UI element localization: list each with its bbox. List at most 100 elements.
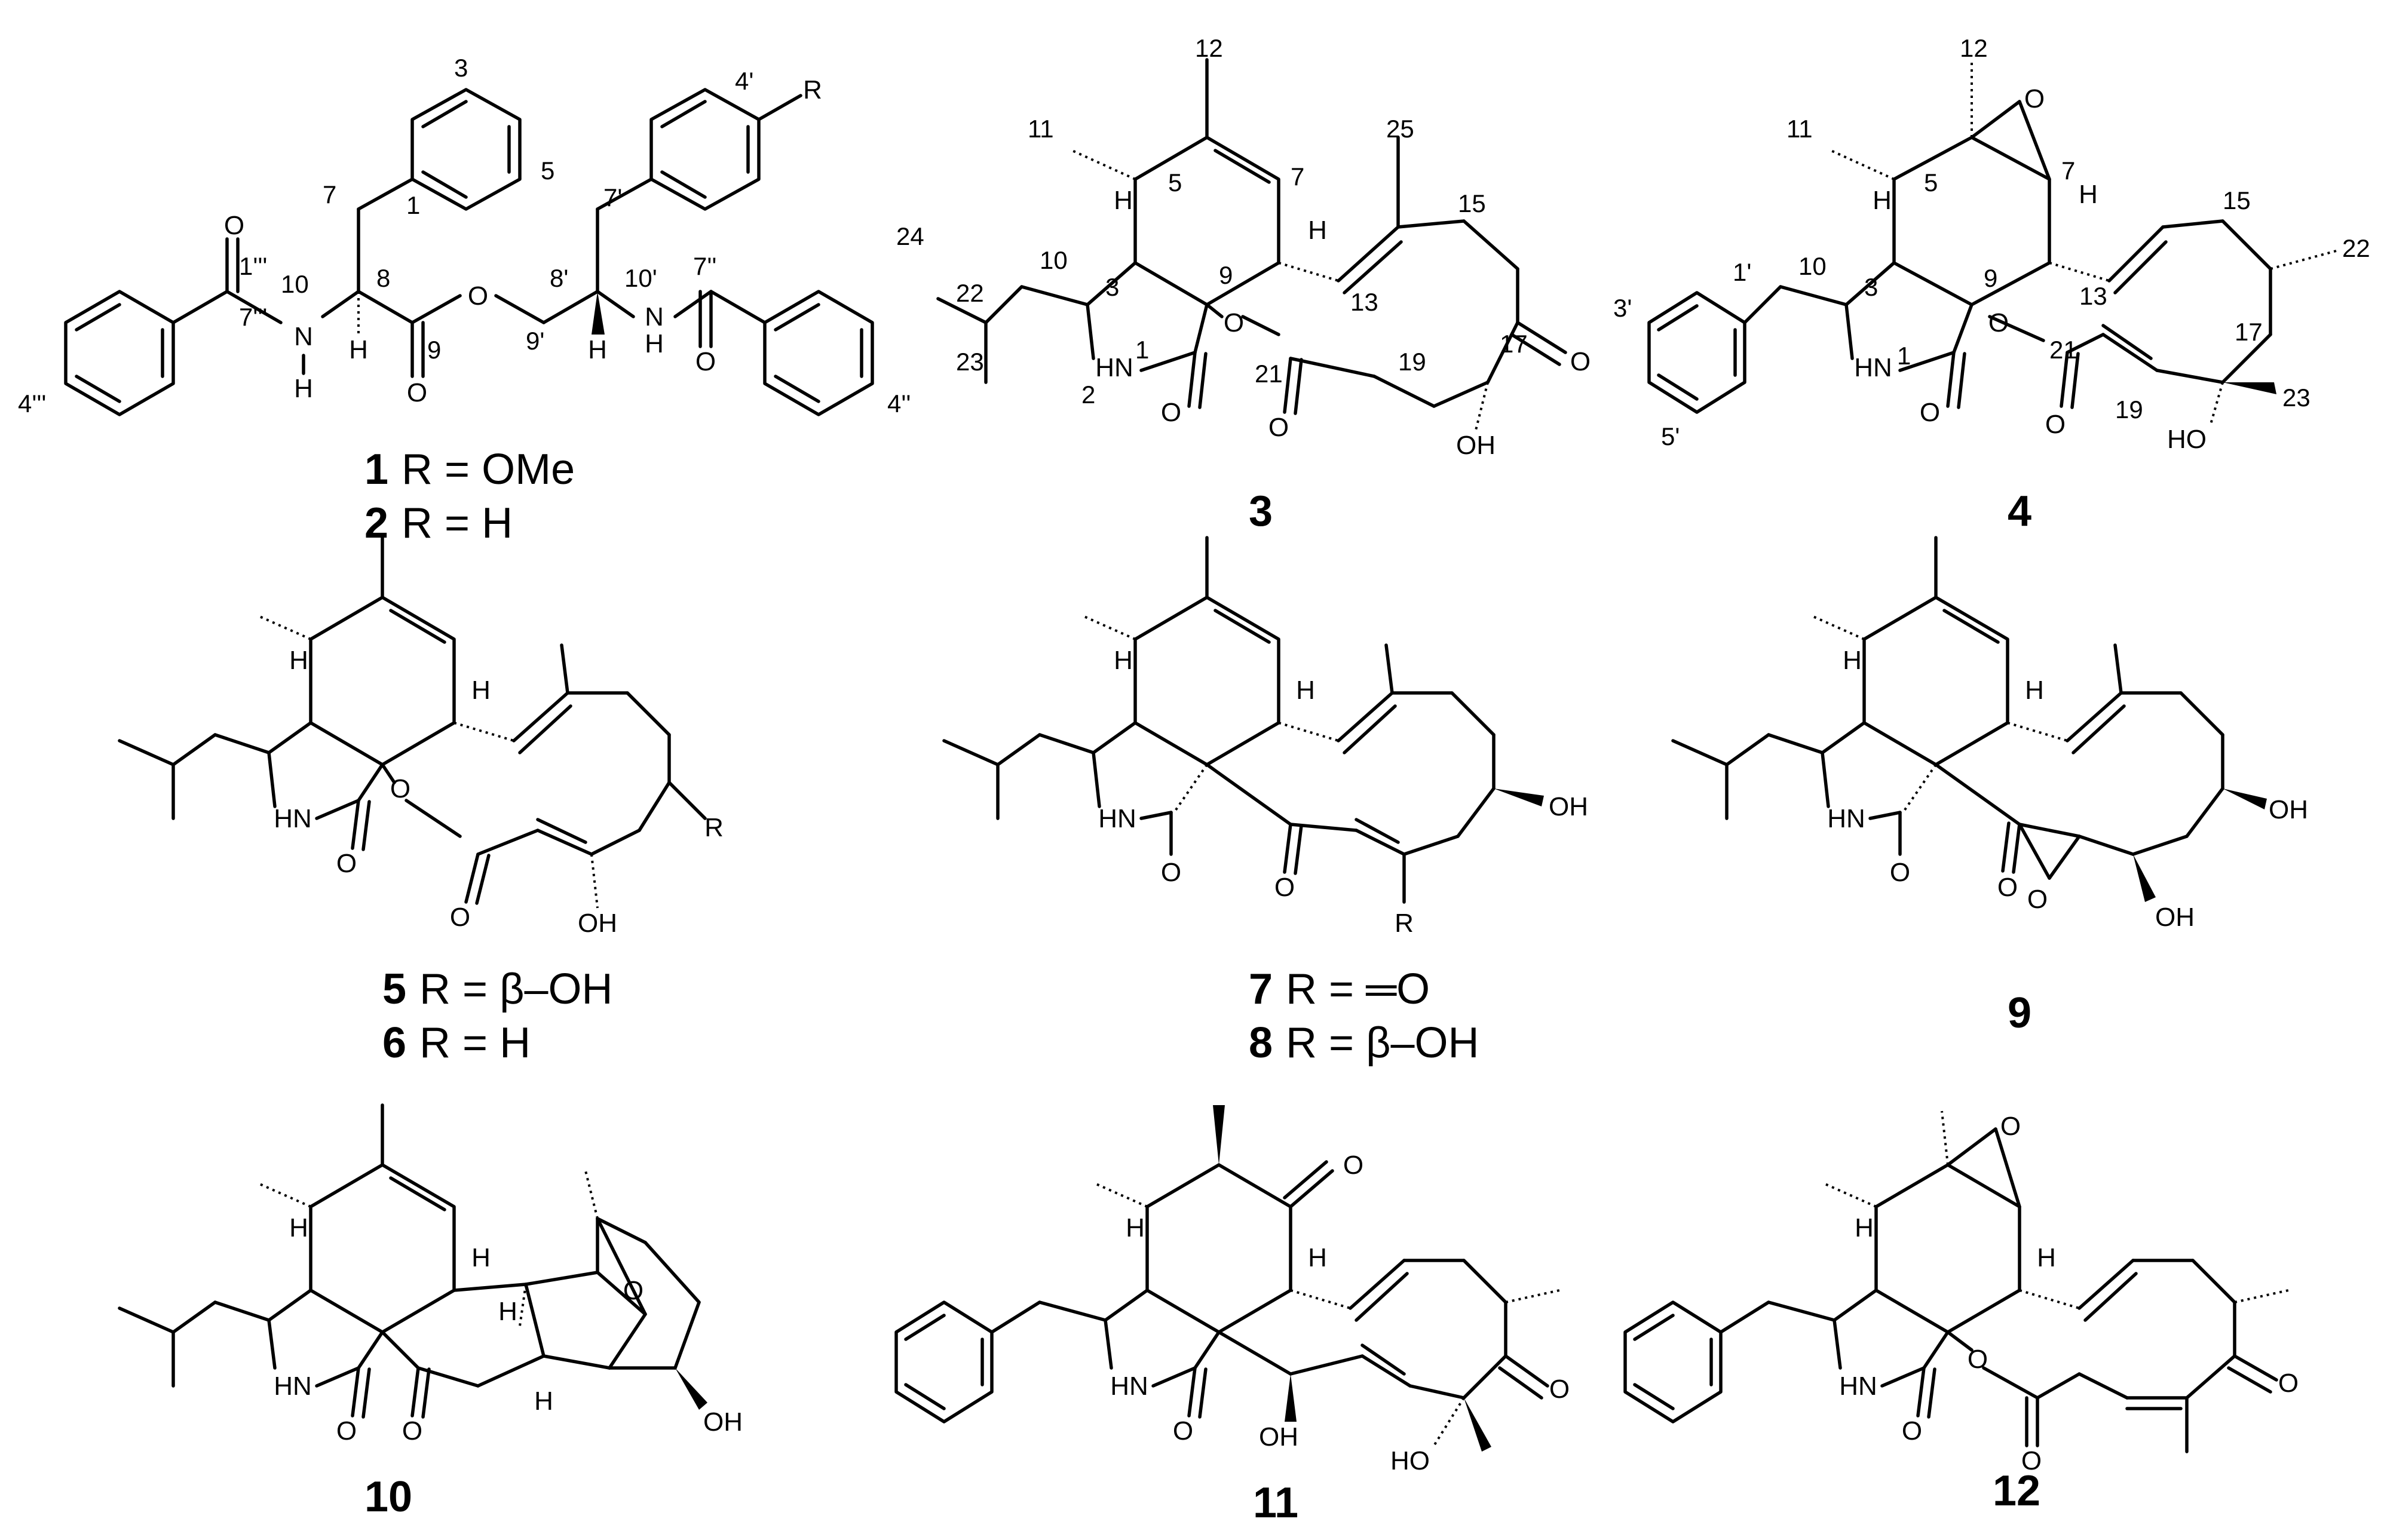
compound-caption: 11 — [1253, 1479, 1298, 1527]
atom-number: 15 — [1458, 189, 1486, 217]
atom-number: 7' — [603, 183, 622, 211]
atom-number: 3 — [1105, 273, 1119, 301]
atom-label: H — [2079, 180, 2098, 209]
atom-label: HO — [2167, 425, 2207, 454]
atom-label: H — [1126, 1213, 1145, 1243]
atom-number: 21 — [1255, 360, 1283, 388]
atom-label: H — [471, 676, 491, 705]
atom-label: O — [1968, 1345, 1988, 1374]
atom-label: HN — [1098, 804, 1136, 833]
atom-label: O — [2021, 1446, 2042, 1475]
atom-label: O — [1890, 858, 1910, 887]
compound-caption: 10 — [364, 1473, 412, 1521]
atom-label: H — [498, 1297, 517, 1326]
atom-label: HN — [1839, 1372, 1877, 1401]
atom-number: 10 — [281, 270, 309, 298]
atom-number: 7'' — [693, 252, 716, 280]
structure-11: O H H HN O OH O HO 11 — [894, 1105, 1570, 1527]
atom-number: 19 — [1398, 348, 1426, 376]
atom-label: H — [1855, 1213, 1874, 1243]
atom-label: OH — [1456, 431, 1496, 460]
atom-label: H — [294, 374, 313, 403]
structure-3: H HN O O H O O OH 12 11 5 7 25 15 24 22 … — [896, 34, 1591, 535]
atom-label: H — [1114, 646, 1133, 675]
atom-label: O — [1570, 347, 1591, 376]
atom-label: O — [2027, 885, 2048, 914]
atom-number: 5 — [1924, 168, 1938, 197]
structure-10: H H HN O O H H O OH 10 — [118, 1103, 743, 1521]
atom-number: 7''' — [239, 303, 267, 331]
atom-number: 23 — [956, 348, 984, 376]
atom-number: 4'' — [887, 389, 911, 418]
atom-label: O — [695, 347, 716, 376]
atom-number: 17 — [2235, 318, 2263, 346]
atom-number: 5' — [1661, 422, 1680, 450]
atom-number: 19 — [2115, 395, 2143, 424]
atom-number: 10' — [624, 264, 657, 292]
atom-label: H — [1308, 216, 1327, 245]
atom-number: 15 — [2223, 186, 2251, 214]
atom-label: N — [645, 302, 664, 332]
atom-number: 13 — [1350, 288, 1378, 316]
atom-label: O — [2278, 1369, 2299, 1398]
atom-label: O — [468, 281, 488, 311]
atom-label: H — [349, 335, 368, 364]
compound-caption: 12 — [1993, 1467, 2040, 1515]
atom-label: O — [1549, 1375, 1570, 1404]
atom-number: 23 — [2282, 384, 2310, 412]
atom-number: 3 — [1864, 273, 1878, 301]
atom-label: O — [407, 378, 427, 407]
atom-label: HN — [274, 804, 312, 833]
atom-number: 22 — [956, 279, 984, 307]
atom-number: 12 — [1960, 34, 1988, 62]
atom-label: HN — [1827, 804, 1865, 833]
atom-label: N — [294, 322, 313, 351]
atom-label: H — [588, 335, 607, 364]
atom-number: 5 — [541, 157, 554, 185]
atom-label: O — [450, 903, 470, 932]
atom-label: OH — [703, 1407, 743, 1437]
atom-label: O — [402, 1416, 422, 1446]
atom-number: 13 — [2079, 282, 2107, 310]
atom-label: H — [1296, 676, 1315, 705]
atom-label: O — [336, 1416, 357, 1446]
atom-label: O — [1997, 873, 2018, 902]
atom-number: 7 — [1291, 162, 1304, 191]
atom-label: R — [803, 75, 822, 105]
atom-label: H — [1843, 646, 1862, 675]
atom-number: 2 — [1081, 381, 1095, 409]
atom-label: O — [1224, 308, 1244, 338]
atom-number: 3 — [454, 54, 468, 82]
atom-label: O — [390, 774, 410, 803]
atom-label: O — [2000, 1112, 2021, 1141]
atom-label: R — [704, 813, 724, 842]
atom-label: OH — [578, 909, 617, 938]
atom-label: HN — [1110, 1372, 1148, 1401]
atom-number: 11 — [1028, 115, 1054, 143]
structure-1: O N H H O O N H O H R 1''' 7''' 10 4''' … — [18, 54, 911, 547]
atom-label: O — [2045, 410, 2066, 439]
atom-number: 10 — [1040, 246, 1068, 274]
structure-4: O H H HN O O O HO 12 11 5 7 15 22 1' 3' … — [1613, 34, 2370, 535]
atom-number: 1 — [406, 191, 420, 219]
structure-12: O H H HN O O O O 12 — [1623, 1110, 2299, 1515]
compound-caption: 4 — [2008, 487, 2031, 535]
atom-label: H — [289, 646, 308, 675]
atom-label: O — [336, 849, 357, 878]
atom-label: H — [534, 1386, 553, 1416]
atom-number: 9 — [1219, 261, 1233, 289]
atom-label: O — [1343, 1151, 1363, 1180]
atom-number: 22 — [2342, 234, 2370, 262]
atom-number: 8' — [550, 264, 568, 292]
atom-number: 7 — [323, 180, 336, 208]
atom-label: O — [224, 211, 244, 240]
atom-label: O — [1988, 308, 2009, 338]
atom-label: H — [1873, 186, 1892, 215]
atom-label: O — [1173, 1416, 1193, 1446]
atom-number: 5 — [1168, 168, 1182, 197]
